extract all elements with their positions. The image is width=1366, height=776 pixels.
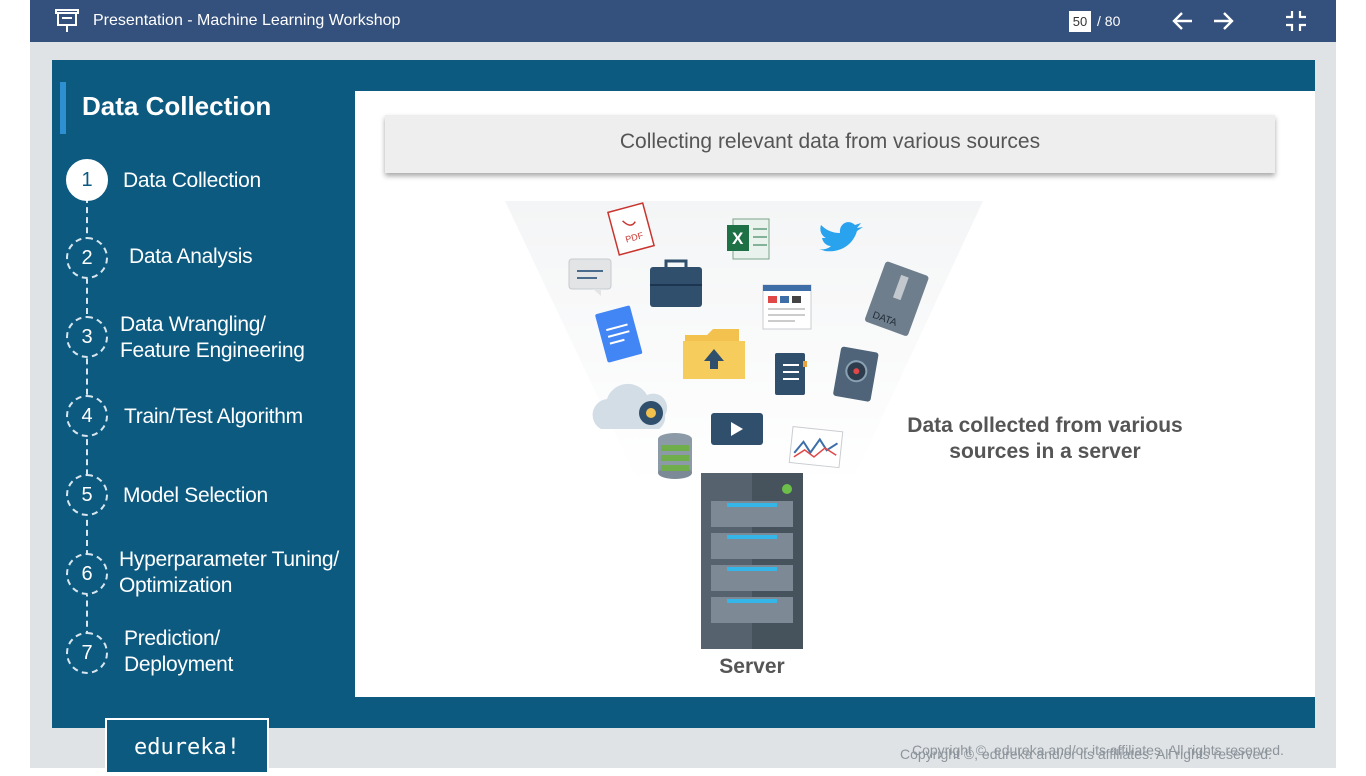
- server-label: Server: [719, 655, 785, 678]
- step-label-line: Optimization: [119, 574, 233, 597]
- heading-accent-bar: [60, 82, 66, 134]
- step-label: Data Wrangling/Feature Engineering: [120, 312, 305, 364]
- line-chart-icon: [788, 426, 844, 469]
- data-sources-funnel: PDF X: [505, 201, 983, 486]
- step-label-line: Feature Engineering: [120, 339, 305, 362]
- collected-caption-line: Data collected from various: [907, 414, 1183, 437]
- step-label: Data Analysis: [129, 244, 253, 270]
- step-label: Prediction/Deployment: [124, 626, 233, 678]
- page-total: / 80: [1097, 13, 1121, 29]
- step-2: 2 Data Analysis: [66, 237, 356, 279]
- notebook-icon: [775, 353, 807, 395]
- step-label-line: Prediction/: [124, 627, 220, 650]
- step-label-line: Model Selection: [123, 484, 268, 507]
- data-file-icon: DATA: [865, 261, 929, 336]
- step-5: 5 Model Selection: [66, 474, 356, 516]
- step-label: Data Collection: [123, 168, 261, 194]
- step-number: 3: [66, 316, 108, 358]
- step-label-line: Train/Test Algorithm: [124, 405, 303, 428]
- svg-text:X: X: [732, 229, 744, 248]
- steps-sidebar: Data Collection 1 Data Collection 2 Data…: [52, 60, 355, 728]
- svg-text:PDF: PDF: [624, 230, 644, 244]
- sidebar-heading: Data Collection: [82, 91, 272, 121]
- database-icon: [658, 433, 692, 479]
- slide-stage: Data Collection 1 Data Collection 2 Data…: [30, 42, 1336, 772]
- hard-drive-icon: [833, 346, 879, 402]
- step-label-line: Deployment: [124, 653, 234, 676]
- arrow-right-icon[interactable]: [1211, 9, 1235, 33]
- step-7: 7 Prediction/Deployment: [66, 627, 356, 676]
- step-label-line: Hyperparameter Tuning/: [119, 548, 339, 571]
- presentation-title: Presentation - Machine Learning Workshop: [93, 12, 401, 29]
- step-label: Hyperparameter Tuning/Optimization: [119, 547, 339, 599]
- step-3: 3 Data Wrangling/Feature Engineering: [66, 313, 356, 362]
- step-label-line: Data Wrangling/: [120, 313, 266, 336]
- twitter-icon: [819, 222, 863, 252]
- step-6: 6 Hyperparameter Tuning/Optimization: [66, 548, 356, 597]
- folder-upload-icon: [683, 329, 745, 379]
- step-number: 6: [66, 553, 108, 595]
- toolbar: Presentation - Machine Learning Workshop…: [30, 0, 1336, 42]
- step-1: 1 Data Collection: [66, 159, 356, 201]
- step-label-line: Data Analysis: [129, 245, 253, 268]
- step-label: Model Selection: [123, 483, 268, 509]
- arrow-left-icon[interactable]: [1171, 9, 1195, 33]
- edureka-logo: edureka!: [105, 718, 269, 772]
- step-number: 5: [66, 474, 108, 516]
- newspaper-icon: [762, 284, 812, 330]
- cloud-settings-icon: [592, 383, 668, 429]
- collected-caption-line: sources in a server: [949, 440, 1141, 463]
- chat-icon: [568, 258, 612, 296]
- copyright-text: Copyright ©, edureka and/or its affiliat…: [912, 742, 1284, 758]
- video-play-icon: [711, 413, 763, 445]
- collapse-icon[interactable]: [1284, 9, 1308, 33]
- step-number: 2: [66, 237, 108, 279]
- server-icon: [701, 473, 803, 649]
- slide-content: Collecting relevant data from various so…: [355, 91, 1315, 697]
- document-icon: [595, 305, 643, 363]
- presentation-icon: [55, 9, 79, 32]
- step-number: 7: [66, 632, 108, 674]
- excel-icon: X: [727, 218, 770, 260]
- slide-banner: Collecting relevant data from various so…: [385, 115, 1275, 173]
- step-number: 1: [66, 159, 108, 201]
- briefcase-icon: [650, 259, 702, 307]
- step-label: Train/Test Algorithm: [124, 404, 303, 430]
- slide: Data Collection 1 Data Collection 2 Data…: [52, 60, 1315, 728]
- collected-caption: Data collected from various sources in a…: [885, 413, 1205, 465]
- step-4: 4 Train/Test Algorithm: [66, 395, 356, 437]
- copyright-text: Copyright ©, edureka and/or its affiliat…: [900, 746, 1272, 762]
- step-number: 4: [66, 395, 108, 437]
- pdf-icon: PDF: [607, 202, 655, 256]
- page-number-input[interactable]: 50: [1069, 11, 1091, 32]
- step-label-line: Data Collection: [123, 169, 261, 192]
